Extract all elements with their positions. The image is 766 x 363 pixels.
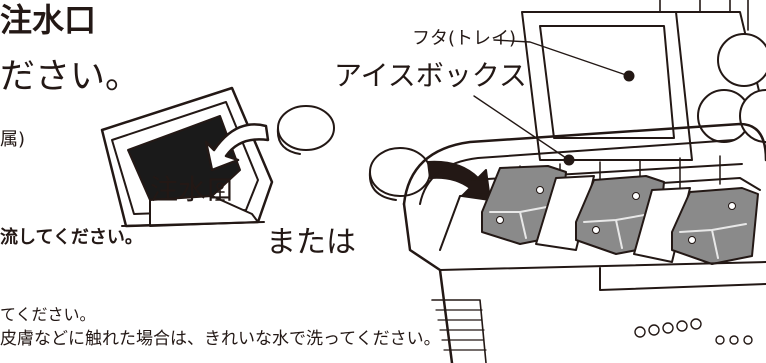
control-panel [634,318,753,345]
inlet-label: 注水口 [150,173,235,206]
water-capsule-right [368,147,431,201]
inlet-heading: 注水口 [0,1,97,39]
accessory-note: 属) [0,129,26,150]
arrow-into-icebox-icon [427,160,491,201]
water-inlet-drawing [100,86,274,228]
icebox-label: アイスボックス [334,59,527,92]
person-mark-icon [215,182,225,201]
lid-label: フタ(トレイ) [412,28,517,49]
icebox-leader-line [473,95,570,161]
cooler-body [402,0,766,363]
note-line-2: 皮膚などに触れた場合は、きれいな水で洗ってください。 [0,329,441,349]
arrow-into-inlet-icon [204,123,270,172]
instruction-text: ださい。 [0,57,141,97]
ice-pack-3 [671,187,759,265]
note-line-1: てください。 [0,305,96,324]
or-label: または [266,225,356,260]
lid-leader-line [493,39,630,77]
pour-instruction: 流してください。 [0,227,143,248]
water-capsule-left [276,105,335,155]
